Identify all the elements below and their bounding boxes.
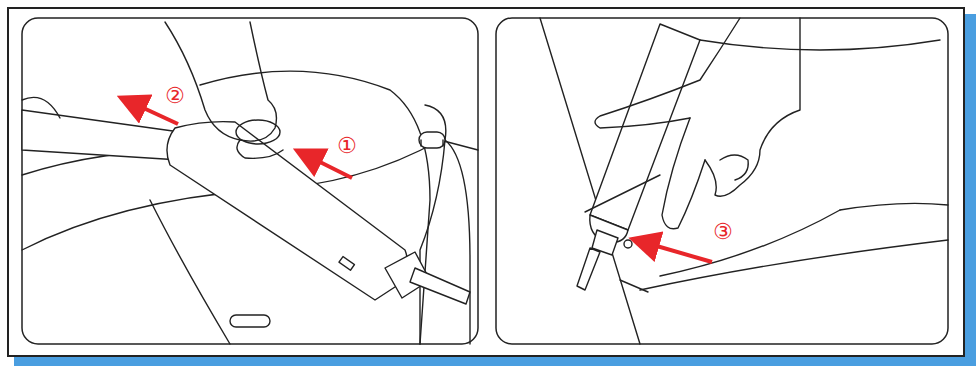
callout-number: ① xyxy=(336,134,358,158)
callout-number: ② xyxy=(164,84,186,108)
right-panel xyxy=(496,18,948,344)
callout-number: ③ xyxy=(712,220,734,244)
arrow-three xyxy=(636,240,712,262)
seat-left xyxy=(22,71,478,344)
arrows xyxy=(124,99,712,262)
hand-left xyxy=(22,22,283,158)
tube-left xyxy=(22,110,470,304)
seat-right xyxy=(540,18,948,344)
outer-frame xyxy=(8,8,964,356)
hand-right xyxy=(595,18,800,229)
left-panel xyxy=(22,18,478,344)
